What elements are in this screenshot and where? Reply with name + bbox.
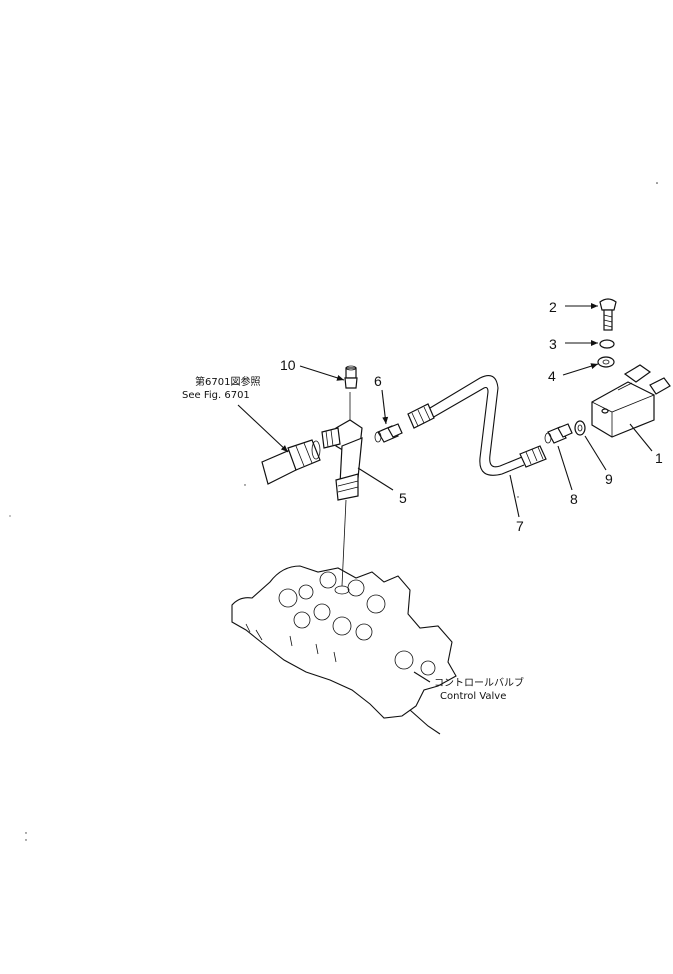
- leader-1: [629, 423, 653, 452]
- leader-6: [381, 389, 389, 425]
- leader-see-fig: [237, 404, 289, 453]
- coupler-external: [261, 439, 321, 485]
- note-see-fig-jp: 第6701図参照: [195, 375, 260, 388]
- callout-3: 3: [549, 336, 557, 352]
- lock-washer-part-3: [599, 339, 615, 349]
- scan-specks: [9, 182, 658, 841]
- callout-2: 2: [549, 299, 557, 315]
- callout-8: 8: [570, 491, 578, 507]
- bolt-part-2: [599, 298, 617, 331]
- flat-washer-part-4: [597, 356, 615, 368]
- callout-6: 6: [374, 373, 382, 389]
- callout-7: 7: [516, 518, 524, 534]
- leader-4: [562, 363, 599, 376]
- grease-nipple-part-10: [344, 365, 358, 389]
- install-line: [341, 499, 347, 587]
- callout-9: 9: [605, 471, 613, 487]
- note-control-valve-jp: コントロールバルブ: [434, 676, 524, 689]
- note-see-fig-en: See Fig. 6701: [182, 390, 250, 401]
- tee-fitting-part-5: [321, 392, 363, 501]
- callout-4: 4: [548, 368, 556, 384]
- leader-control-valve: [413, 671, 431, 683]
- leader-8: [557, 445, 573, 491]
- connector-part-6: [374, 423, 403, 443]
- o-ring-part-9: [574, 420, 586, 436]
- adapter-part-8: [544, 423, 573, 444]
- hose-part-7: [407, 375, 547, 476]
- leader-5: [357, 467, 394, 491]
- leader-9: [584, 435, 607, 471]
- callout-10: 10: [280, 357, 296, 373]
- callout-5: 5: [399, 490, 407, 506]
- leader-10: [299, 365, 345, 381]
- note-control-valve-en: Control Valve: [440, 691, 506, 702]
- callout-1: 1: [655, 450, 663, 466]
- valve-block-part-1: [591, 364, 671, 438]
- leader-7: [509, 474, 520, 518]
- control-valve-body: [231, 565, 457, 735]
